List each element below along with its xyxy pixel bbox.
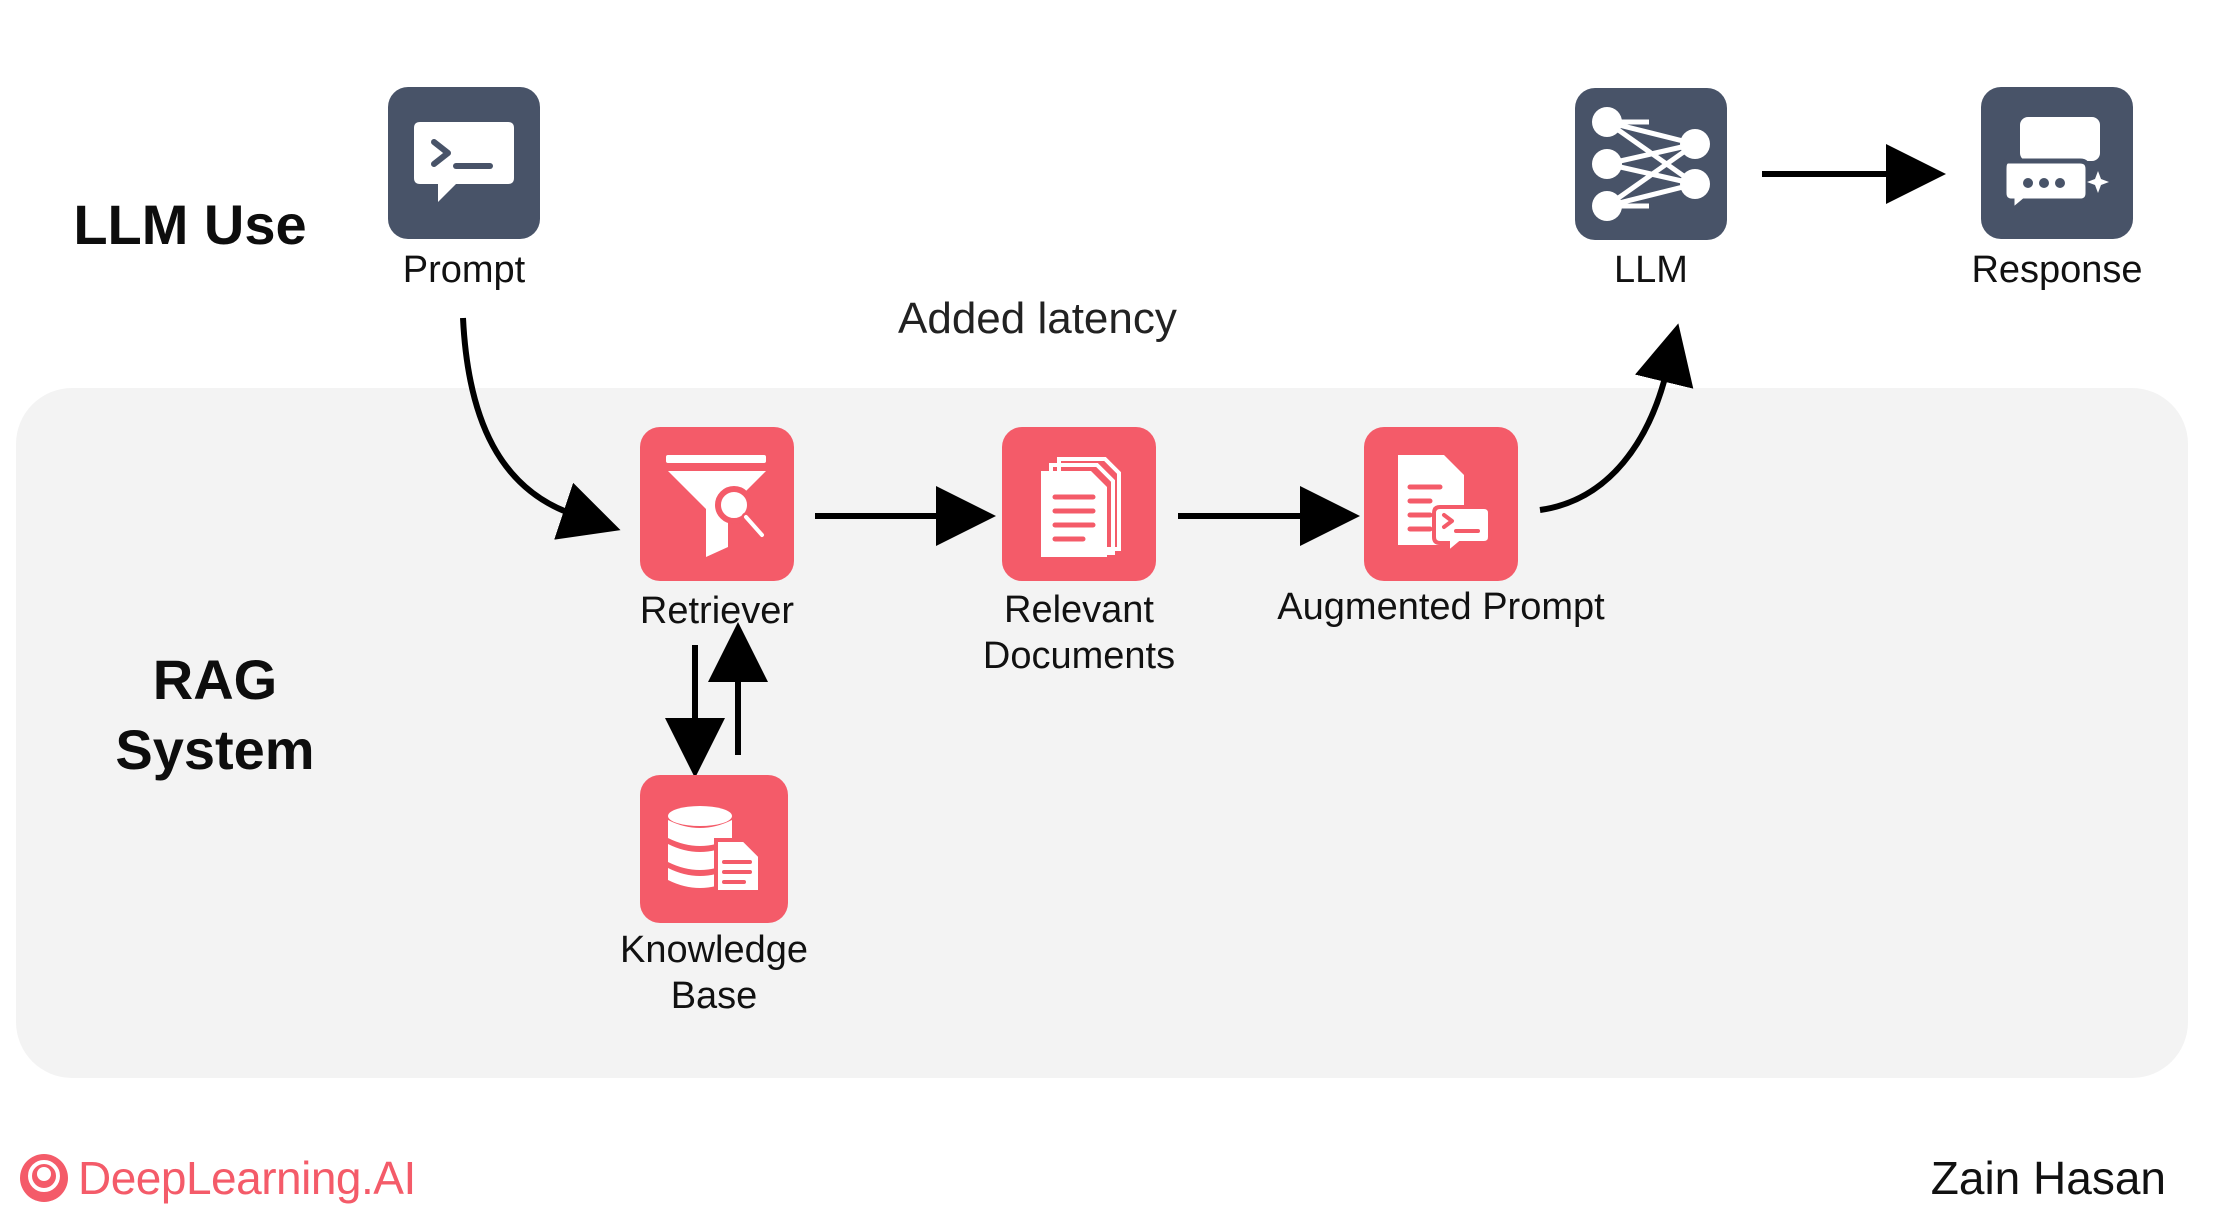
neural-network-icon	[1592, 107, 1710, 221]
relevant-documents-label-line2: Documents	[982, 635, 1176, 677]
rag-title-line2: System	[115, 718, 315, 781]
added-latency-annotation: Added latency	[898, 294, 1177, 343]
arrow-prompt-to-retriever	[460, 317, 621, 540]
llm-node	[1575, 88, 1727, 240]
brand-mark-icon	[20, 1154, 68, 1202]
chat-sparkle-icon	[2002, 117, 2109, 213]
response-node	[1981, 87, 2133, 239]
augmented-prompt-label: Augmented Prompt	[1277, 586, 1605, 628]
prompt-label: Prompt	[402, 249, 526, 291]
relevant-documents-label-line1: Relevant	[1004, 589, 1154, 631]
terminal-chat-icon	[414, 122, 514, 202]
author-name: Zain Hasan	[1930, 1152, 2166, 1204]
brand-name: DeepLearning.AI	[78, 1152, 416, 1204]
deeplearning-ai-logo: DeepLearning.AI	[18, 1148, 416, 1208]
llm-use-title: LLM Use	[73, 193, 307, 256]
response-label: Response	[1971, 249, 2143, 291]
llm-label: LLM	[1614, 249, 1688, 291]
knowledge-base-node	[640, 775, 788, 923]
knowledge-base-label-line1: Knowledge	[619, 929, 809, 971]
database-document-icon	[668, 806, 762, 894]
documents-stack-icon	[1041, 457, 1121, 557]
arrow-augmented-to-llm	[1539, 323, 1694, 513]
augmented-prompt-node	[1364, 427, 1518, 581]
prompt-node	[388, 87, 540, 239]
relevant-documents-node	[1002, 427, 1156, 581]
rag-title-line1: RAG	[152, 648, 278, 711]
filter-search-icon	[666, 455, 767, 557]
document-terminal-icon	[1398, 455, 1492, 558]
rag-system-title: RAG System	[80, 645, 350, 785]
retriever-label: Retriever	[639, 590, 795, 632]
retriever-node	[640, 427, 794, 581]
knowledge-base-label-line2: Base	[670, 975, 758, 1017]
relevant-documents-label: Relevant Documents	[954, 587, 1204, 679]
knowledge-base-label: Knowledge Base	[589, 927, 839, 1019]
